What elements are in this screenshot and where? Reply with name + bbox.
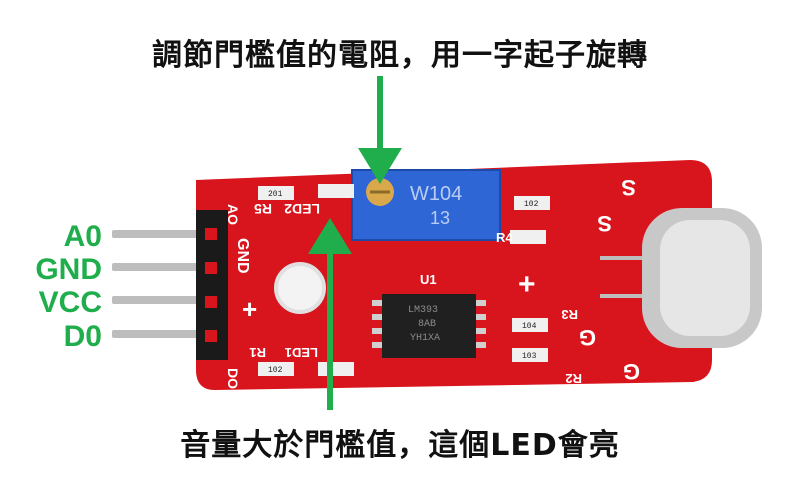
silk-s2: S [597, 211, 612, 236]
silk-d0: DO [225, 368, 241, 389]
resistor-code-2: 102 [524, 200, 539, 209]
pot-label: W104 [410, 183, 462, 205]
pin-label-gnd: GND [35, 253, 102, 286]
pin-label-a0: A0 [63, 220, 102, 253]
resistor-code-1: 201 [268, 190, 283, 199]
silk-r5: R5 [254, 201, 272, 217]
silk-g1: G [579, 325, 596, 350]
comparator-chip [372, 294, 486, 358]
bottom-caption: 音量大於門檻值，這個LED會亮 [180, 428, 620, 463]
silk-plus-left: + [242, 294, 257, 324]
silk-a0: AO [225, 204, 241, 225]
silk-r2: R2 [565, 371, 582, 386]
pot-sub: 13 [430, 208, 450, 228]
arrow-to-pot [358, 76, 402, 184]
silk-s1: S [621, 175, 636, 200]
silk-plus-mid: + [518, 268, 536, 301]
silk-r1: R1 [249, 345, 266, 360]
microphone [600, 208, 762, 348]
silk-r3: R3 [561, 307, 578, 322]
mounting-hole [274, 262, 326, 314]
top-caption: 調節門檻值的電阻，用一字起子旋轉 [152, 38, 648, 73]
chip-line-3: YH1XA [410, 333, 440, 344]
silk-led1: LED1 [285, 345, 318, 360]
arrow-to-led [308, 218, 352, 410]
header-pins [112, 230, 220, 338]
resistor-code-3: 104 [522, 322, 537, 331]
silk-led2: LED2 [284, 201, 320, 217]
resistor-code-4: 103 [522, 352, 537, 361]
silk-gnd: GND [234, 238, 251, 274]
silk-g2: G [623, 359, 640, 384]
pcb-board [196, 160, 712, 390]
potentiometer [351, 169, 501, 241]
silk-u1: U1 [420, 272, 437, 287]
chip-line-1: LM393 [408, 305, 438, 316]
pin-label-vcc: VCC [38, 286, 102, 319]
pin-label-d0: D0 [63, 320, 102, 353]
resistor-code-5: 102 [268, 366, 283, 375]
chip-line-2: 8AB [418, 319, 436, 330]
silk-r4: R4 [496, 230, 513, 245]
